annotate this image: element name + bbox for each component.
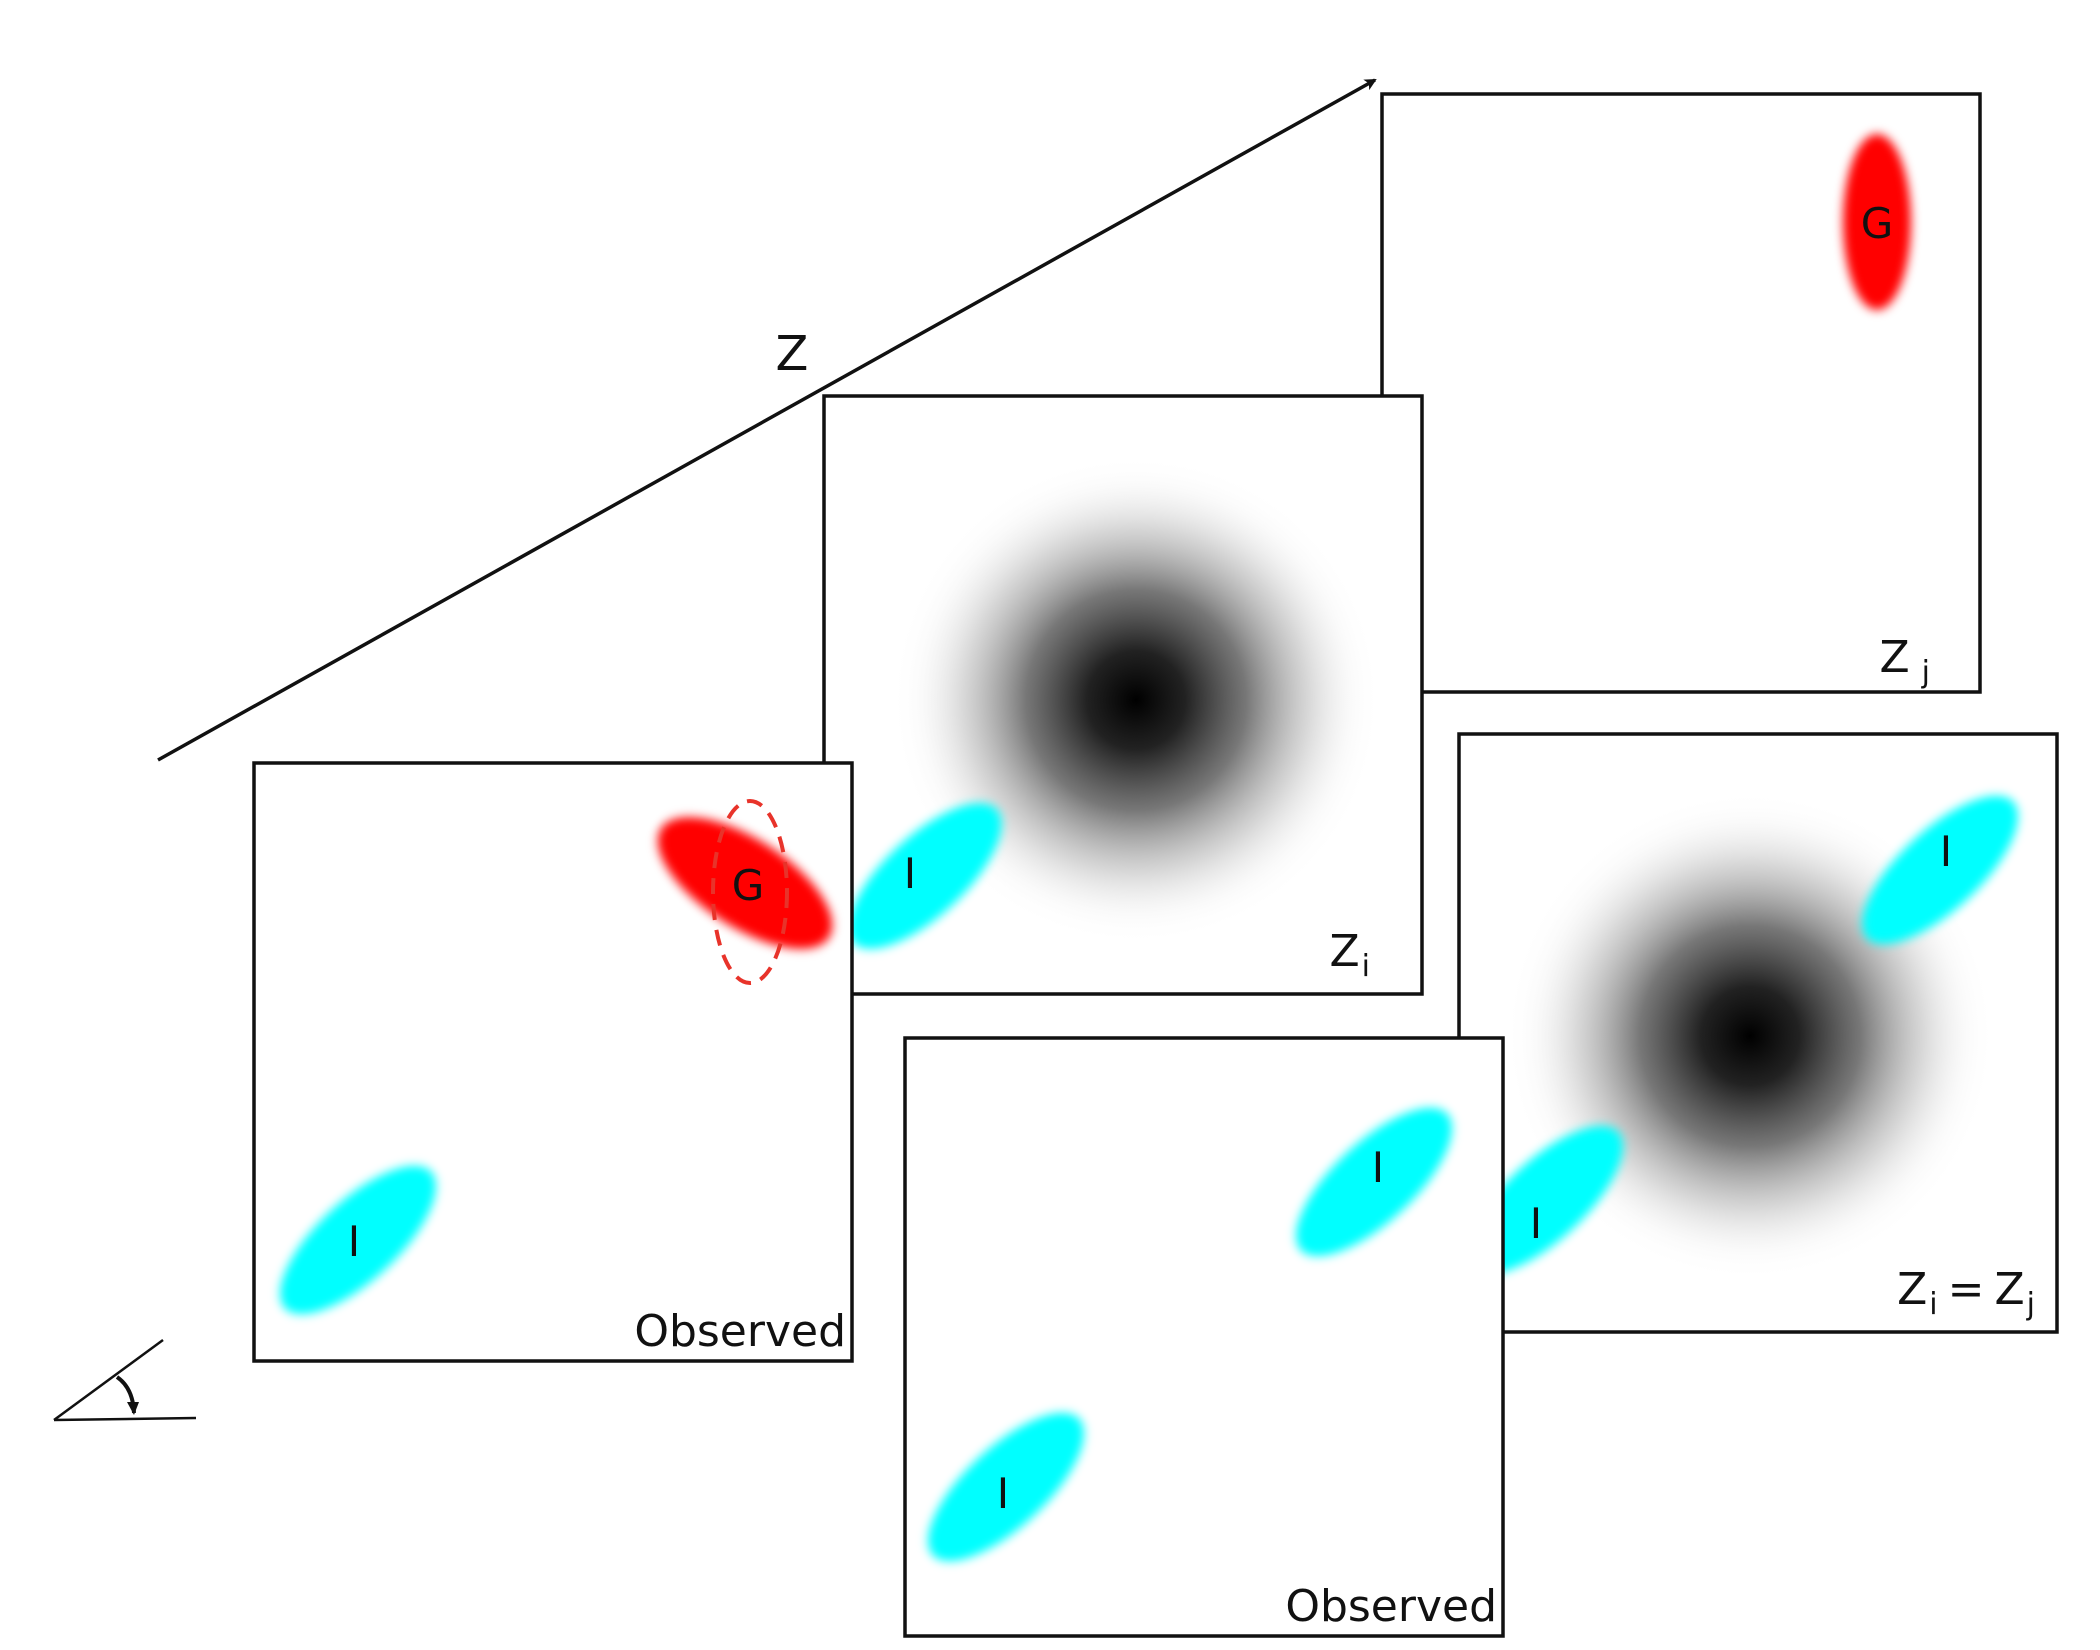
cyan-blob-i-upper <box>1295 1107 1453 1257</box>
z-axis-arrow <box>157 78 1377 762</box>
cyan-blob-label: I <box>1940 827 1952 876</box>
dark-halo <box>891 455 1381 945</box>
red-blob-label: G <box>1861 199 1894 248</box>
panel-observed-1-caption: Observed <box>634 1306 846 1357</box>
z-axis-label: Z <box>776 326 809 382</box>
cyan-blob-label: I <box>1530 1199 1542 1248</box>
cyan-blob-label: I <box>997 1469 1009 1518</box>
panel-observed-2-caption: Observed <box>1285 1581 1497 1632</box>
panel-zi-caption: Zi <box>1330 926 1371 984</box>
panel-observed-2: I I Observed <box>903 1036 1505 1638</box>
red-blob-g <box>1843 134 1911 310</box>
cyan-blob-i <box>848 803 1002 949</box>
panel-zi: I Zi <box>822 394 1424 996</box>
red-blob-label: G <box>732 861 765 910</box>
observer-eye-icon <box>53 1338 197 1422</box>
panel-observed-1: G I Observed <box>252 761 854 1363</box>
cyan-blob-i-lower <box>927 1412 1085 1562</box>
panel-zi-eq-zj-caption: Zi=Zj <box>1897 1264 2035 1322</box>
cyan-blob-label: I <box>1372 1143 1384 1192</box>
cyan-blob-i-upper <box>1861 795 2019 945</box>
panel-zi-eq-zj: I I Zi=Zj <box>1457 732 2059 1334</box>
cyan-blob-label: I <box>904 849 916 898</box>
red-dashed-outline <box>711 799 789 985</box>
cyan-blob-i <box>279 1165 437 1315</box>
red-blob-g-lensed <box>657 817 833 949</box>
cyan-blob-label: I <box>348 1217 360 1266</box>
cyan-blob-i-lower <box>1466 1125 1624 1275</box>
